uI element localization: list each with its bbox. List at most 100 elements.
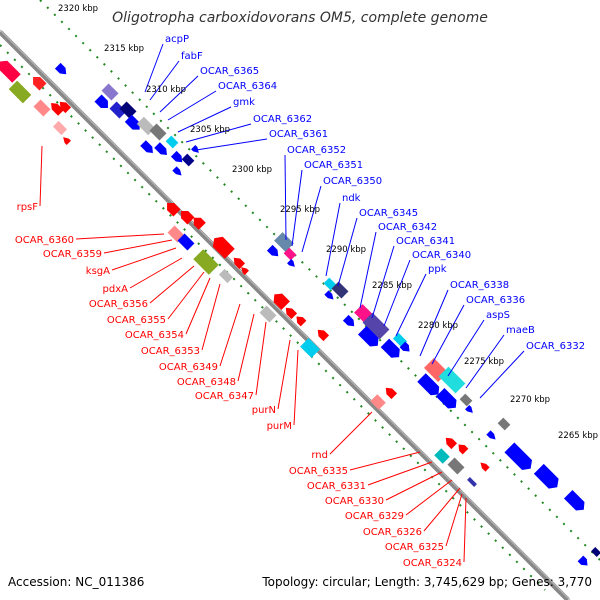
scale-label: 2280 kbp — [418, 321, 458, 331]
gene-label-forward: OCAR_6336 — [466, 295, 525, 306]
leader-line — [479, 350, 525, 399]
gene-label-forward: ppk — [428, 264, 447, 275]
feature-block — [467, 477, 477, 487]
scale-label: 2275 kbp — [464, 357, 504, 367]
leader-line — [385, 471, 443, 501]
gene-arrow — [324, 290, 334, 300]
gene-arrow — [563, 489, 585, 511]
gene-label-reverse: purN — [252, 405, 276, 416]
gene-label-reverse: ksgA — [86, 266, 110, 277]
gene-arrow — [445, 437, 458, 450]
gene-label-reverse: pdxA — [103, 284, 129, 295]
leader-line — [255, 321, 267, 396]
gene-arrow — [266, 244, 279, 257]
leader-line — [39, 145, 43, 207]
gene-labels: acpPfabFOCAR_6365OCAR_6364gmkOCAR_6362OC… — [15, 34, 585, 569]
gene-label-reverse: OCAR_6330 — [325, 496, 384, 507]
gene-label-reverse: OCAR_6335 — [289, 466, 348, 477]
scale-label: 2290 kbp — [326, 245, 366, 255]
gene-label-forward: maeB — [506, 325, 535, 336]
gene-label-forward: fabF — [181, 51, 203, 62]
leader-line — [195, 138, 268, 151]
gene-arrow — [140, 140, 153, 153]
leader-line — [395, 273, 427, 337]
leader-line — [325, 202, 341, 277]
leader-line — [219, 303, 241, 367]
feature-block — [165, 135, 179, 149]
gene-label-reverse: OCAR_6353 — [141, 346, 200, 357]
gene-arrow — [435, 387, 457, 409]
feature-block — [447, 457, 465, 475]
gene-arrow — [191, 145, 199, 153]
scale-label: 2305 kbp — [190, 125, 230, 135]
gene-label-forward: OCAR_6350 — [323, 176, 382, 187]
leader-line — [465, 334, 505, 389]
feature-block — [149, 123, 167, 141]
leader-line — [159, 75, 199, 113]
leader-line — [237, 313, 255, 382]
gene-label-reverse: OCAR_6347 — [195, 391, 254, 402]
gene-arrow — [54, 62, 67, 75]
feature-block — [459, 393, 473, 407]
gene-label-reverse: OCAR_6329 — [345, 511, 404, 522]
gene-arrow — [33, 77, 47, 91]
gene-arrow — [380, 338, 400, 358]
leader-line — [149, 60, 180, 101]
leader-line — [177, 106, 232, 133]
feature-block — [370, 394, 386, 410]
feature-block — [497, 417, 511, 431]
scale-label: 2300 kbp — [232, 165, 272, 175]
gene-arrow — [458, 444, 469, 455]
leader-line — [349, 451, 421, 471]
feature-block — [300, 338, 320, 358]
gene-arrow — [172, 166, 182, 176]
gene-arrow — [51, 103, 64, 116]
leader-line — [167, 90, 217, 121]
feature-block — [33, 99, 51, 117]
gene-label-reverse: OCAR_6331 — [307, 481, 366, 492]
feature-block — [283, 247, 297, 261]
feature-block — [362, 312, 390, 340]
scale-label: 2265 kbp — [558, 431, 598, 441]
scale-label: 2270 kbp — [510, 395, 550, 405]
leader-line — [291, 169, 303, 247]
gene-arrow — [181, 211, 195, 225]
gene-label-forward: OCAR_6341 — [396, 236, 455, 247]
scale-label: 2295 kbp — [280, 205, 320, 215]
gene-arrow — [241, 267, 249, 275]
map-title: Oligotropha carboxidovorans OM5, complet… — [112, 10, 488, 26]
genome-info-text: Topology: circular; Length: 3,745,629 bp… — [261, 575, 592, 589]
gene-arrow — [154, 142, 167, 155]
accession-text: Accession: NC_011386 — [8, 575, 144, 589]
gene-label-reverse: OCAR_6325 — [385, 542, 444, 553]
gene-label-forward: OCAR_6361 — [269, 129, 328, 140]
gene-label-forward: OCAR_6362 — [253, 114, 312, 125]
gene-label-reverse: OCAR_6356 — [89, 299, 148, 310]
gene-label-forward: OCAR_6342 — [378, 222, 437, 233]
feature-block — [101, 83, 119, 101]
gene-arrow — [193, 217, 206, 230]
gene-arrow — [480, 462, 490, 472]
feature-block — [181, 153, 195, 167]
gene-arrow — [317, 329, 330, 342]
leader-line — [329, 411, 373, 455]
gene-label-reverse: OCAR_6359 — [43, 249, 102, 260]
gene-arrow — [417, 373, 440, 396]
leader-line — [284, 154, 287, 241]
leader-line — [367, 461, 433, 486]
gene-label-reverse: rpsF — [17, 202, 39, 213]
feature-block — [109, 101, 127, 119]
gene-label-reverse: OCAR_6355 — [107, 315, 166, 326]
leader-line — [111, 247, 177, 271]
leader-line — [419, 289, 449, 357]
gene-arrow — [342, 314, 355, 327]
gene-label-reverse: OCAR_6326 — [363, 527, 422, 538]
leader-line — [431, 304, 465, 365]
gene-arrow — [273, 293, 290, 310]
leader-line — [301, 185, 322, 253]
gene-label-forward: aspS — [486, 310, 510, 321]
feature-block — [193, 249, 219, 275]
